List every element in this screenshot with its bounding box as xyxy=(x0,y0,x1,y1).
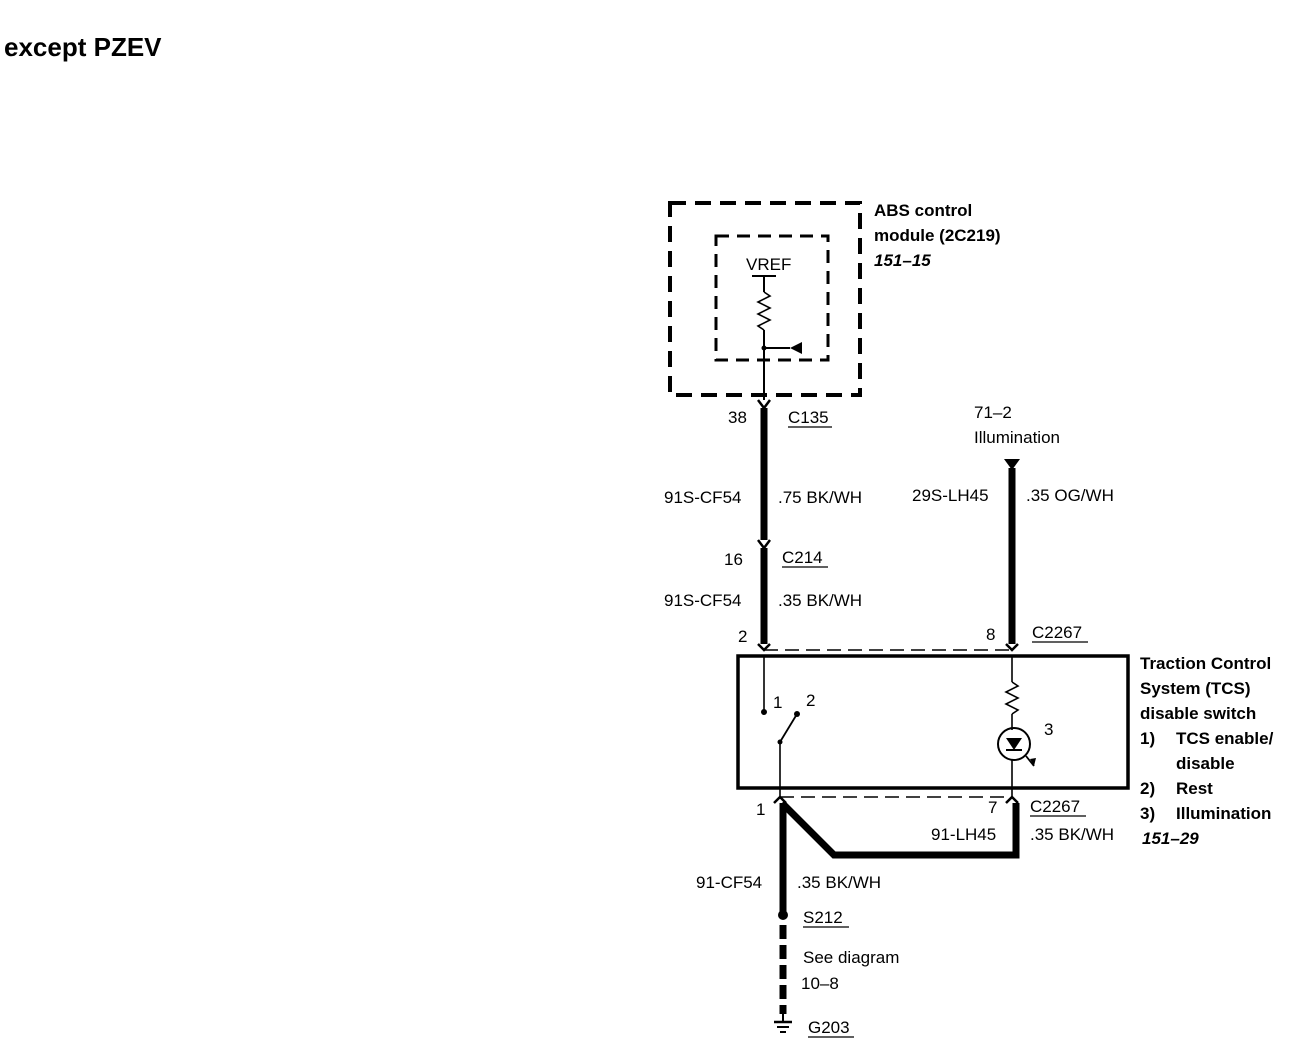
tcs-switch-name-3: disable switch xyxy=(1140,704,1256,723)
abs-module-inner-outline xyxy=(714,234,830,362)
wire-91-cf54-circuit: 91-CF54 xyxy=(696,873,762,892)
tcs-item-2-num: 2) xyxy=(1140,779,1155,798)
switch-contact-1-dot xyxy=(761,709,767,715)
tcs-switch-name-2: System (TCS) xyxy=(1140,679,1251,698)
c214-label: C214 xyxy=(782,548,823,567)
c2267-bottom-right-connector-icon xyxy=(1005,795,1019,804)
wire-91s-cf54-lower-spec: .35 BK/WH xyxy=(778,591,862,610)
page-title: except PZEV xyxy=(4,32,162,62)
illumination-ref: 71–2 xyxy=(974,403,1012,422)
splice-note-1: See diagram xyxy=(803,948,899,967)
splice-note-2: 10–8 xyxy=(801,974,839,993)
wire-91-lh45-circuit: 91-LH45 xyxy=(931,825,996,844)
pullup-resistor-icon xyxy=(756,291,772,331)
tcs-item-3-text: Illumination xyxy=(1176,804,1271,823)
illumination-label: Illumination xyxy=(974,428,1060,447)
tcs-item-1-num: 1) xyxy=(1140,729,1155,748)
ground-g203-label: G203 xyxy=(808,1018,850,1037)
c2267-top-pin-left: 2 xyxy=(738,627,747,646)
illumination-feed-icon xyxy=(1004,459,1020,470)
wire-91-lh45-spec: .35 BK/WH xyxy=(1030,825,1114,844)
c135-connector-icon xyxy=(757,399,771,411)
c135-label: C135 xyxy=(788,408,829,427)
switch-contact-1-label: 1 xyxy=(773,693,782,712)
c2267-bottom-pin-left: 1 xyxy=(756,800,765,819)
tcs-switch-ref: 151–29 xyxy=(1142,829,1199,848)
splice-s212-dot xyxy=(778,910,788,920)
abs-module-name-1: ABS control xyxy=(874,201,972,220)
wire-91s-cf54-upper-circuit: 91S-CF54 xyxy=(664,488,741,507)
c214-pin: 16 xyxy=(724,550,743,569)
c214-connector-icon xyxy=(757,539,771,551)
tcs-item-2-text: Rest xyxy=(1176,779,1213,798)
wire-91s-cf54-upper-spec: .75 BK/WH xyxy=(778,488,862,507)
splice-s212-label: S212 xyxy=(803,908,843,927)
switch-blade-icon xyxy=(779,713,798,743)
lamp-number: 3 xyxy=(1044,720,1053,739)
tcs-switch-outline xyxy=(736,654,1130,790)
abs-module-ref: 151–15 xyxy=(874,251,931,270)
abs-input-arrow-icon xyxy=(790,342,802,354)
tcs-item-3-num: 3) xyxy=(1140,804,1155,823)
tcs-switch-name-1: Traction Control xyxy=(1140,654,1271,673)
c2267-bottom-pin-right: 7 xyxy=(988,798,997,817)
wire-91-lh45 xyxy=(779,800,1020,859)
c2267-top-right-connector-icon xyxy=(1005,643,1019,652)
c2267-top-pin-right: 8 xyxy=(986,625,995,644)
lamp-resistor-icon xyxy=(1004,681,1020,715)
wire-91s-cf54-lower-circuit: 91S-CF54 xyxy=(664,591,741,610)
c135-pin: 38 xyxy=(728,408,747,427)
switch-contact-2-label: 2 xyxy=(806,691,815,710)
tcs-item-1-text: TCS enable/ xyxy=(1176,729,1274,748)
wire-29s-lh45-spec: .35 OG/WH xyxy=(1026,486,1114,505)
c2267-top-left-connector-icon xyxy=(757,643,771,652)
abs-module-name-2: module (2C219) xyxy=(874,226,1001,245)
c2267-bottom-label: C2267 xyxy=(1030,797,1080,816)
tcs-item-1-text-2: disable xyxy=(1176,754,1235,773)
illumination-lamp-icon xyxy=(997,727,1031,761)
vref-label: VREF xyxy=(746,255,791,274)
wire-29s-lh45-circuit: 29S-LH45 xyxy=(912,486,989,505)
c2267-top-label: C2267 xyxy=(1032,623,1082,642)
wire-91-cf54-spec: .35 BK/WH xyxy=(797,873,881,892)
